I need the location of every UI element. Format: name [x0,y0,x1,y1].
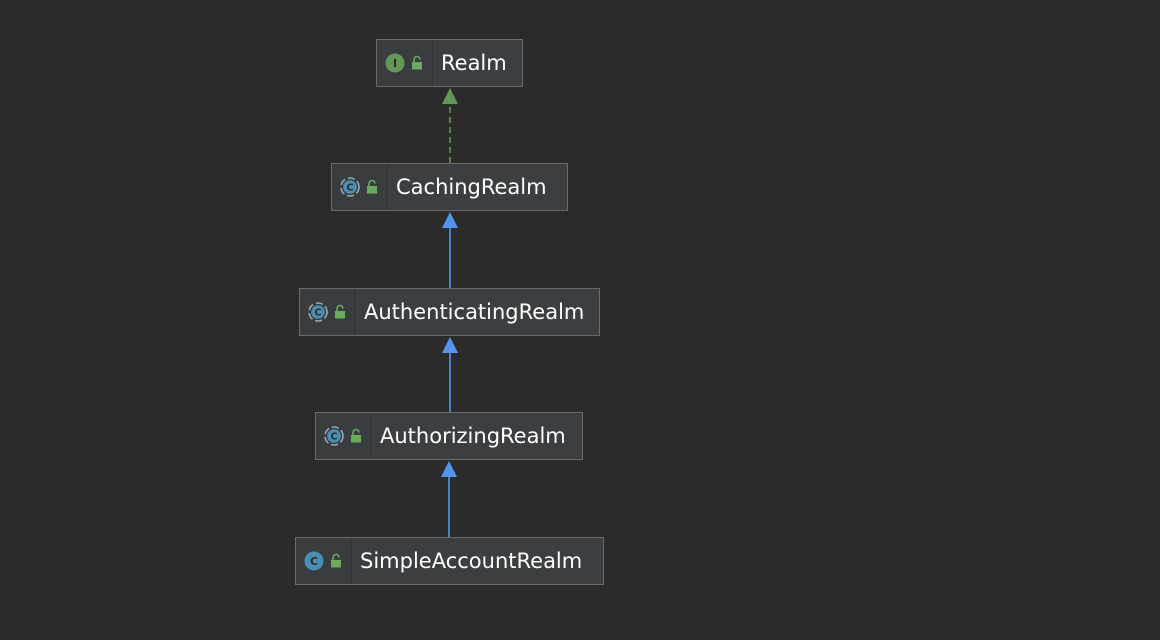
public-lock-icon [329,553,343,569]
node-label: AuthenticatingRealm [364,300,585,324]
abstract-class-icon: C [308,302,328,322]
node-icons: I [377,40,433,86]
node-simple-account-realm[interactable]: C SimpleAccountRealm [295,537,604,585]
node-label: AuthorizingRealm [380,424,566,448]
class-icon: C [304,551,324,571]
node-icons: C [300,289,356,335]
svg-text:C: C [315,308,322,319]
node-authorizing-realm[interactable]: C AuthorizingRealm [315,412,583,460]
svg-text:I: I [393,57,397,70]
node-realm[interactable]: I Realm [376,39,523,87]
edge-arrowhead [441,461,457,477]
node-authenticating-realm[interactable]: C AuthenticatingRealm [299,288,600,336]
edge-arrowhead [442,337,458,353]
node-icons: C [316,413,372,459]
abstract-class-icon: C [340,177,360,197]
svg-text:C: C [331,432,338,443]
public-lock-icon [365,179,379,195]
public-lock-icon [349,428,363,444]
edge-arrowhead [442,88,458,104]
public-lock-icon [333,304,347,320]
node-label: Realm [441,51,507,75]
node-icons: C [296,538,352,584]
svg-text:C: C [347,183,354,194]
node-label: SimpleAccountRealm [360,549,583,573]
node-caching-realm[interactable]: C CachingRealm [331,163,568,211]
public-lock-icon [410,55,424,71]
node-label: CachingRealm [396,175,547,199]
svg-text:C: C [310,555,318,568]
interface-icon: I [385,53,405,73]
edge-arrowhead [442,212,458,228]
node-icons: C [332,164,388,210]
abstract-class-icon: C [324,426,344,446]
